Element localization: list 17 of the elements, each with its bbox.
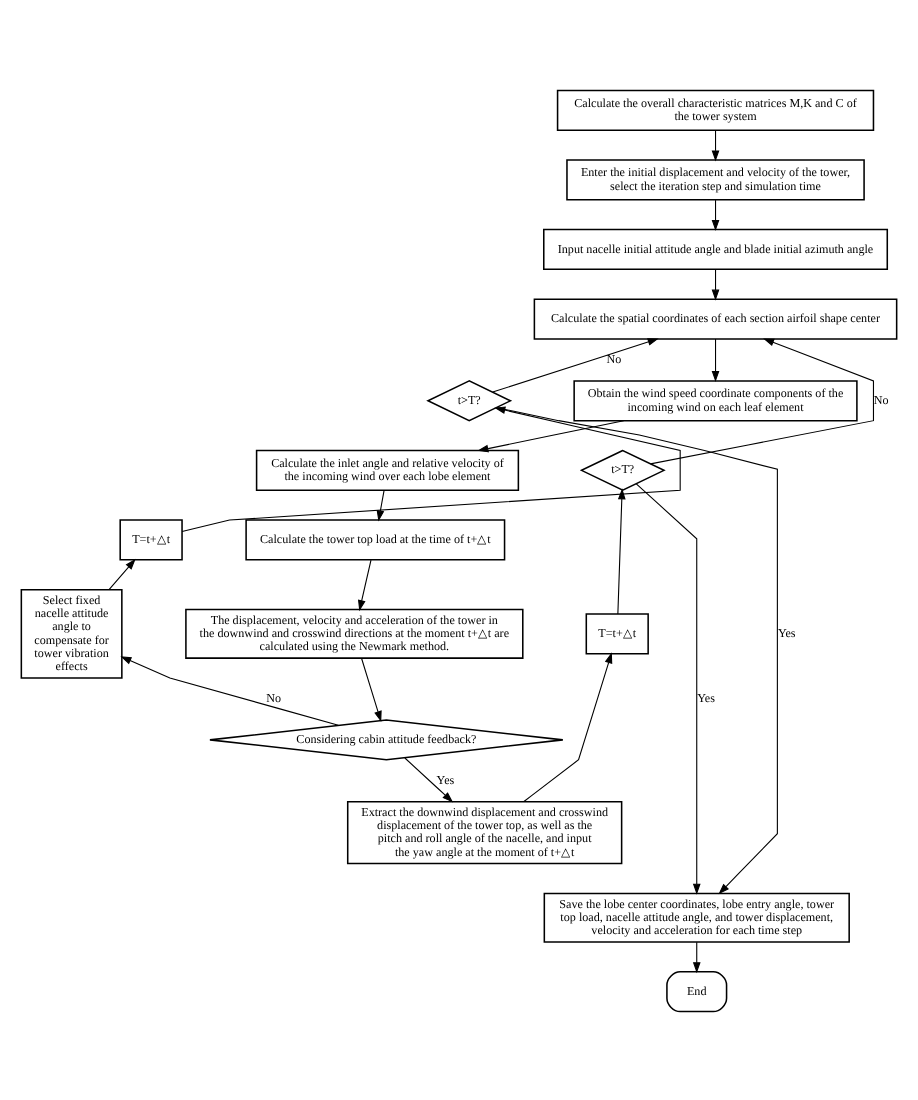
arrow bbox=[361, 656, 382, 722]
arrow bbox=[108, 557, 136, 590]
arrow bbox=[635, 482, 701, 894]
arrow bbox=[120, 655, 339, 725]
arrow bbox=[692, 940, 701, 973]
arrow bbox=[477, 419, 625, 452]
arrow bbox=[711, 129, 720, 161]
arrow bbox=[523, 651, 613, 802]
arrow bbox=[376, 489, 385, 521]
arrow bbox=[404, 756, 454, 802]
arrow bbox=[492, 337, 659, 392]
arrow bbox=[357, 558, 372, 611]
arrow bbox=[617, 487, 626, 614]
arrow bbox=[711, 337, 720, 382]
arrow bbox=[650, 337, 874, 464]
arrow bbox=[711, 268, 720, 300]
arrow bbox=[711, 198, 720, 231]
